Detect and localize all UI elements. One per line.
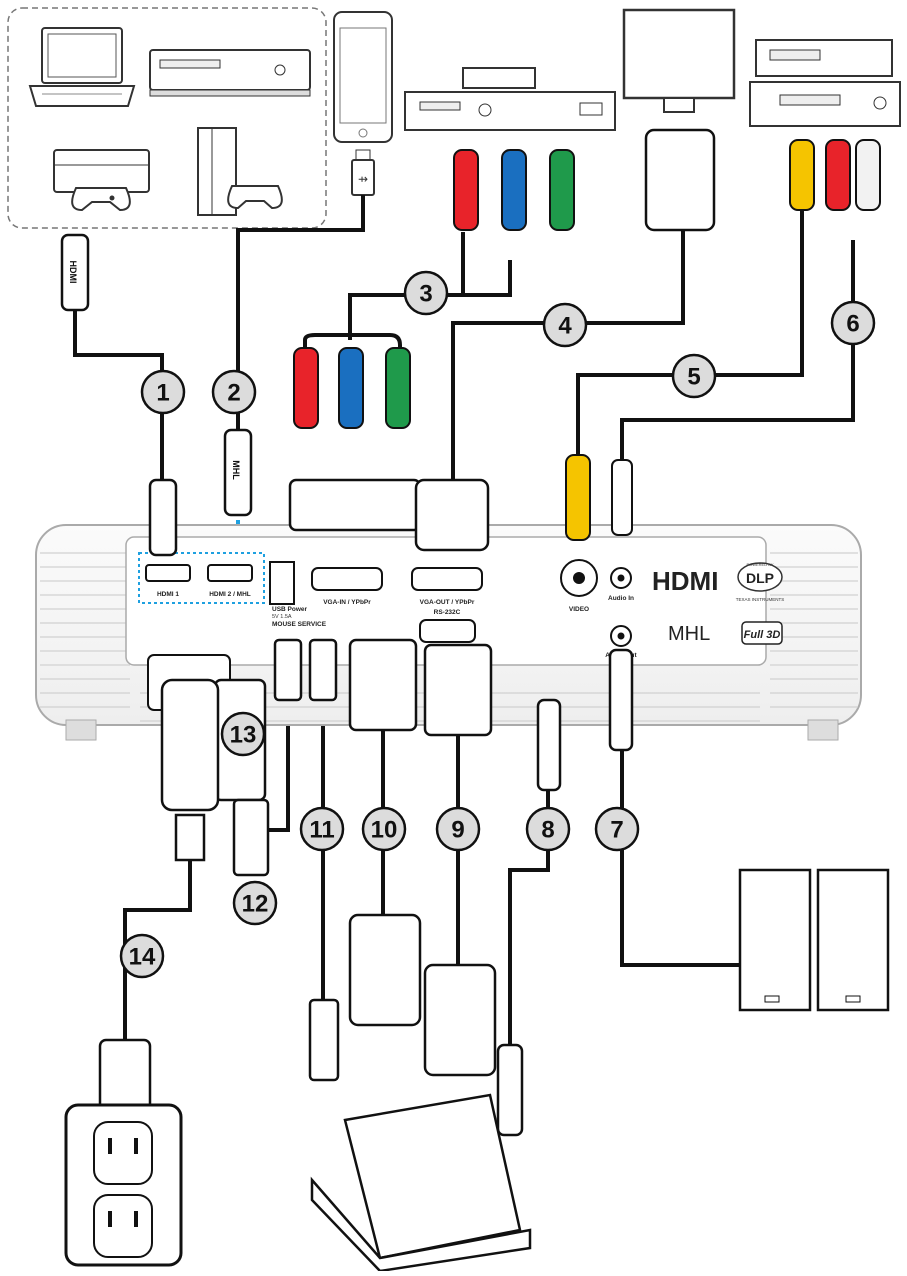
port-label-usb-power: USB Power — [272, 606, 308, 613]
callout-5-number: 5 — [687, 364, 700, 391]
game-console-xbox-icon — [53, 149, 150, 212]
callout-13-number: 13 — [230, 722, 257, 749]
callout-11: 11 — [299, 806, 345, 852]
callout-6: 6 — [830, 300, 876, 346]
full3d-logo: Full 3D — [741, 621, 783, 645]
callout-9: 9 — [435, 806, 481, 852]
av-rca-top — [789, 139, 881, 211]
callout-2-number: 2 — [227, 380, 240, 407]
callouts: 1 2 3 4 5 6 7 8 9 10 11 12 13 14 — [119, 270, 876, 979]
dlp-logo-sub-text: TEXAS INSTRUMENTS — [736, 597, 785, 602]
mhl-plug: MHL — [223, 428, 253, 517]
callout-13: 13 — [220, 711, 266, 757]
cables — [73, 195, 855, 1045]
av-receiver-vcr-icon — [749, 39, 901, 127]
callout-4: 4 — [542, 302, 588, 348]
port-label-hdmi1: HDMI 1 — [157, 591, 179, 598]
dlp-logo-top-text: POWERED BY — [746, 562, 773, 567]
port-label-video: VIDEO — [569, 606, 589, 613]
port-label-hdmi2: HDMI 2 / MHL — [209, 591, 251, 598]
port-label-rs232c: RS-232C — [434, 609, 461, 616]
wall-outlet-icon — [64, 1103, 183, 1267]
mhl-logo: MHL — [668, 623, 710, 645]
laptop-bottom-icon — [310, 1093, 532, 1273]
callout-14: 14 — [119, 933, 165, 979]
callout-5: 5 — [671, 353, 717, 399]
lower-plugs — [160, 638, 634, 877]
mhl-plug-text: MHL — [231, 460, 241, 480]
callout-11-number: 11 — [309, 817, 334, 844]
dlp-logo: POWERED BY DLP TEXAS INSTRUMENTS — [736, 562, 785, 602]
port-label-vga-out: VGA-OUT / YPbPr — [420, 599, 475, 606]
speakers-icon — [738, 868, 890, 1012]
callout-10: 10 — [361, 806, 407, 852]
source-devices-group — [7, 7, 327, 229]
callout-7-number: 7 — [610, 817, 623, 844]
callout-8-number: 8 — [541, 817, 554, 844]
callout-7: 7 — [594, 806, 640, 852]
monitor-icon — [622, 8, 736, 113]
port-label-mouse-service: MOUSE SERVICE — [272, 621, 327, 628]
callout-12-number: 12 — [242, 891, 269, 918]
callout-3-number: 3 — [419, 281, 432, 308]
hdmi-plug-1: HDMI — [60, 233, 178, 557]
callout-1-number: 1 — [156, 380, 169, 407]
smartphone-icon: ⇸ — [333, 11, 393, 196]
component-rca-top — [453, 149, 575, 231]
callout-12: 12 — [232, 880, 278, 926]
game-console-playstation-icon — [197, 127, 283, 216]
port-label-audio-in: Audio In — [608, 595, 634, 602]
laptop-icon — [28, 27, 136, 107]
full3d-logo-text: Full 3D — [744, 629, 781, 641]
callout-9-number: 9 — [451, 817, 464, 844]
callout-14-number: 14 — [129, 944, 156, 971]
component-video-source-icon — [404, 67, 616, 131]
svg-text:⇸: ⇸ — [358, 172, 368, 186]
port-label-vga-in: VGA-IN / YPbPr — [323, 599, 371, 606]
port-label-usb-power-sub: 5V 1.5A — [272, 614, 292, 620]
composite-plug — [565, 454, 591, 541]
callout-10-number: 10 — [371, 817, 398, 844]
dlp-logo-text: DLP — [746, 570, 774, 586]
callout-8: 8 — [525, 806, 571, 852]
callout-6-number: 6 — [846, 311, 859, 338]
hdmi-logo: HDMI — [652, 566, 718, 596]
callout-4-number: 4 — [558, 313, 572, 340]
audio-plug-in — [611, 459, 633, 536]
hdmi-plug-1-text: HDMI — [68, 261, 78, 284]
component-rca-bottom — [288, 347, 422, 532]
callout-3: 3 — [403, 270, 449, 316]
vga-plug-monitor — [414, 128, 716, 552]
dvd-player-icon — [149, 49, 311, 97]
bottom-endpoints — [98, 913, 524, 1137]
callout-1: 1 — [140, 369, 186, 415]
callout-2: 2 — [211, 369, 257, 415]
